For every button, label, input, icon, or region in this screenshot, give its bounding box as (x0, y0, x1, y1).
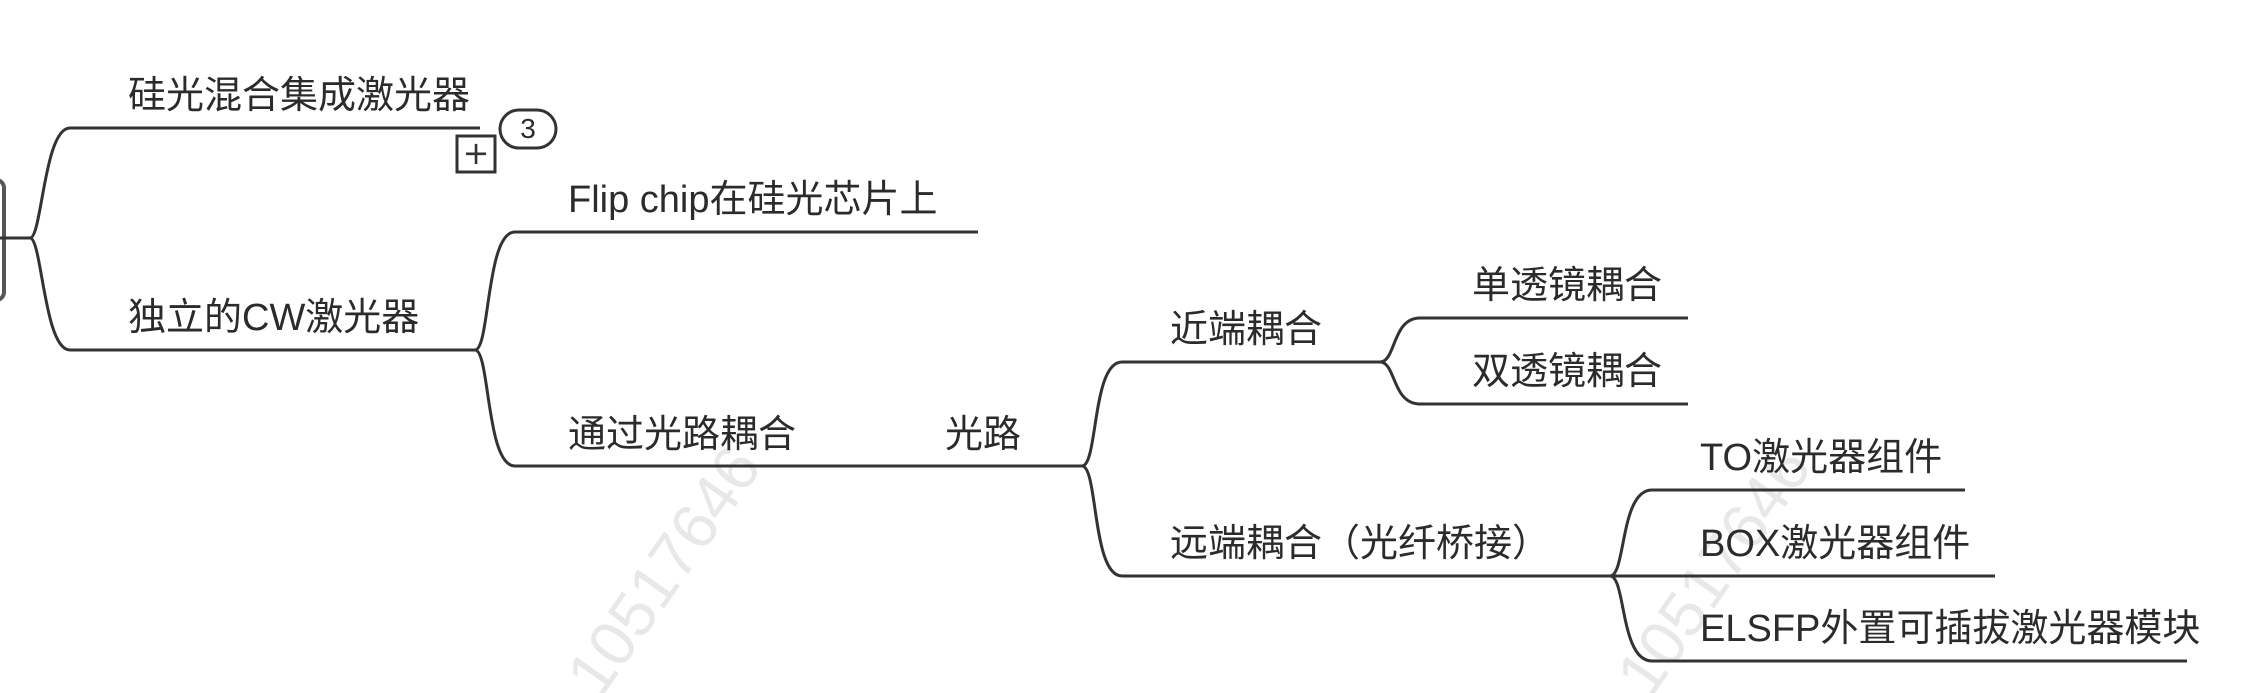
node-label-box-laser[interactable]: BOX激光器组件 (1700, 523, 1970, 565)
branch-label-hybrid-laser[interactable]: 硅光混合集成激光器 (128, 75, 470, 117)
node-label-far-coupling[interactable]: 远端耦合（光纤桥接） (1170, 523, 1550, 565)
connector-near (1081, 360, 1380, 468)
branch-label-cw-laser[interactable]: 独立的CW激光器 (128, 297, 419, 339)
node-label-double-lens[interactable]: 双透镜耦合 (1472, 351, 1662, 393)
connector-root-b (29, 236, 475, 352)
connector-far (1081, 464, 1610, 578)
node-label-elsfp-module[interactable]: ELSFP外置可插拔激光器模块 (1700, 608, 2200, 650)
node-label-optical-coupling[interactable]: 通过光路耦合 (568, 414, 796, 456)
connector-b-optical (474, 348, 1082, 468)
connector-far-to (1609, 488, 1965, 578)
connector-b-flip (474, 230, 978, 352)
collapsed-count-badge[interactable] (498, 108, 558, 150)
node-label-optical-path[interactable]: 光路 (945, 414, 1021, 456)
watermark-1: 10517646 (552, 433, 774, 693)
node-label-near-coupling[interactable]: 近端耦合 (1170, 309, 1322, 351)
connector-near-single (1379, 316, 1688, 364)
plus-icon: + (463, 134, 490, 172)
node-label-to-laser[interactable]: TO激光器组件 (1700, 437, 1942, 479)
node-label-single-lens[interactable]: 单透镜耦合 (1472, 265, 1662, 307)
connector-far-elsfp (1609, 574, 2187, 663)
root-node[interactable] (0, 178, 6, 302)
node-label-flip-chip[interactable]: Flip chip在硅光芯片上 (568, 179, 938, 221)
connector-near-double (1379, 360, 1688, 406)
expand-toggle-button[interactable] (455, 134, 497, 174)
connector-root-a (0, 126, 480, 240)
collapsed-count-text: 3 (520, 113, 536, 144)
